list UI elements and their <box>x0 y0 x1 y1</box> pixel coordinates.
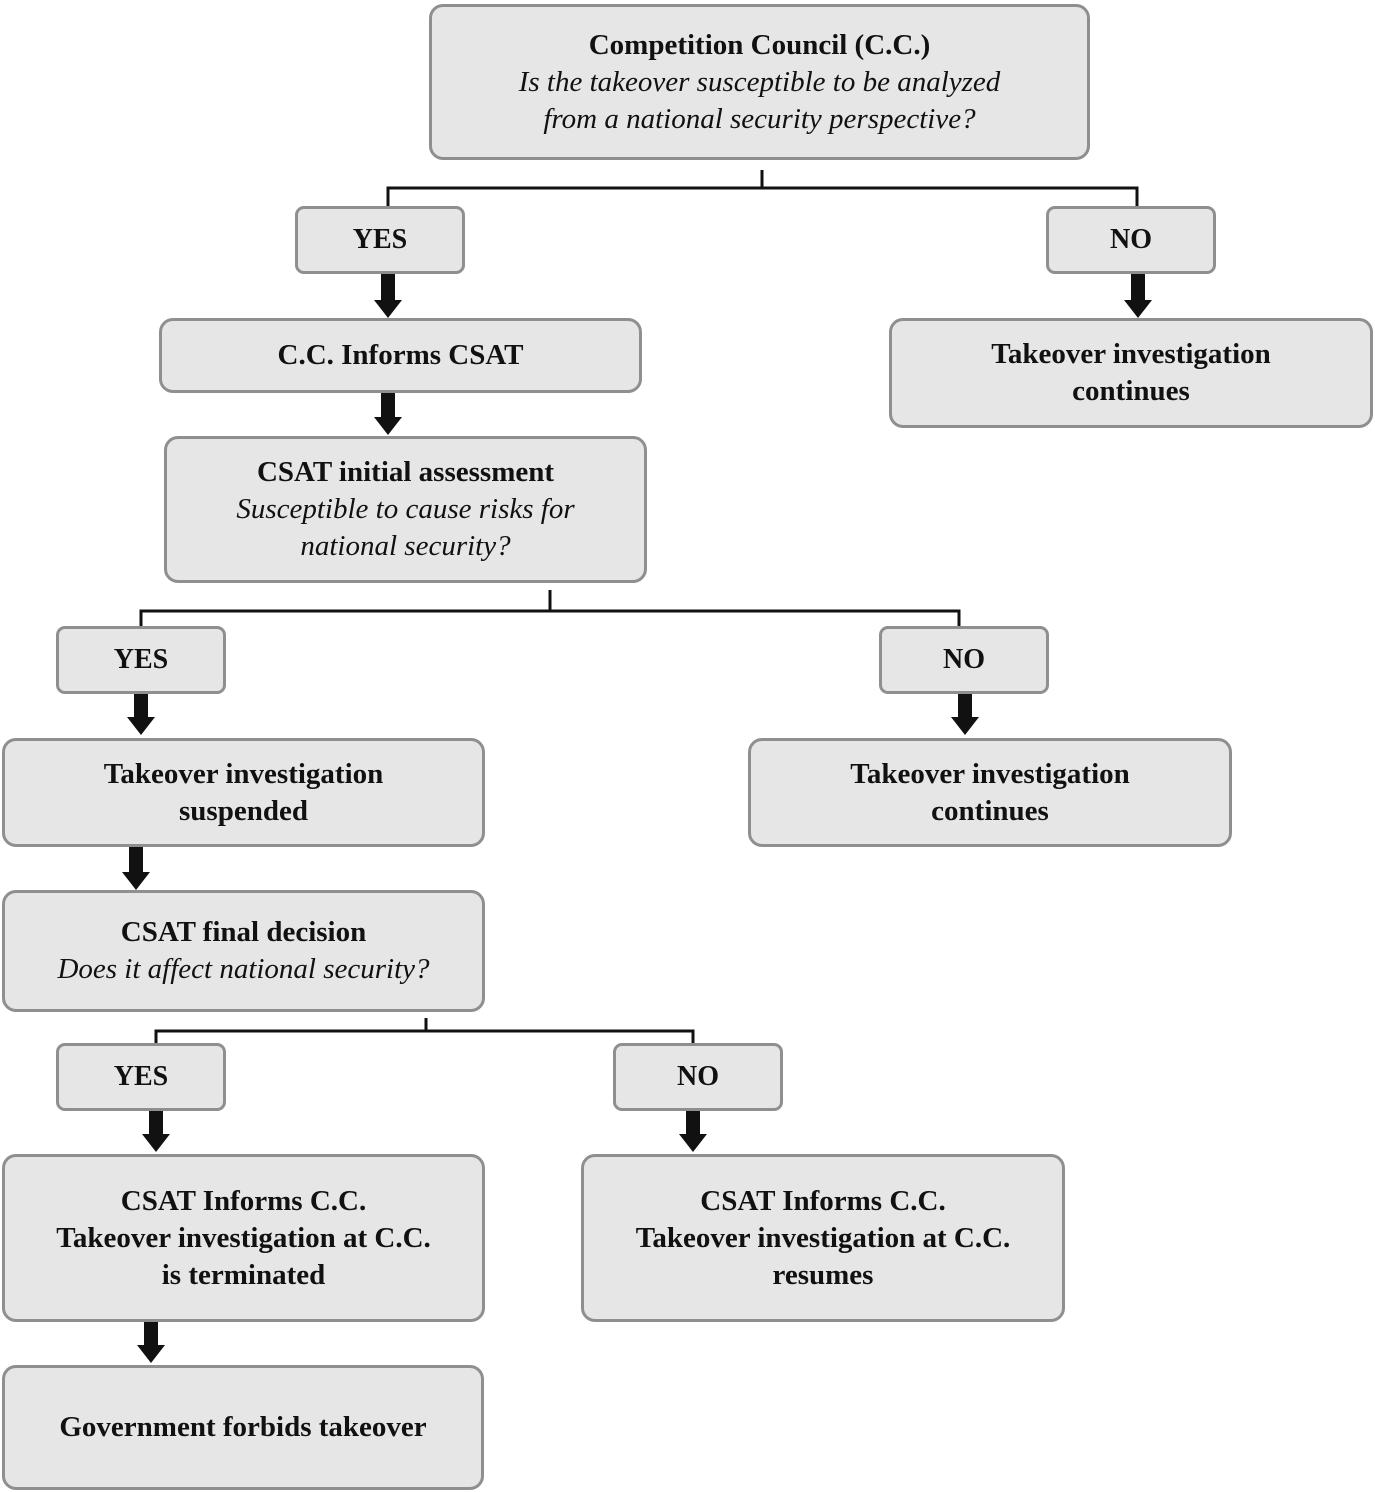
no-label: NO <box>879 626 1049 694</box>
split-connector-3 <box>154 1018 695 1044</box>
down-arrow-icon <box>374 274 402 318</box>
down-arrow-icon <box>142 1111 170 1152</box>
down-arrow-icon <box>137 1322 165 1363</box>
node-question-line: Is the takeover susceptible to be analyz… <box>518 65 1001 98</box>
down-arrow-icon <box>951 693 979 735</box>
split-connector-2 <box>139 590 961 626</box>
node-title: CSAT initial assessment <box>256 456 555 488</box>
node-text-line: Takeover investigation <box>991 338 1271 370</box>
down-arrow-icon <box>679 1111 707 1152</box>
investigation-terminated-node: CSAT Informs C.C. Takeover investigation… <box>2 1154 485 1322</box>
node-text-line: Takeover investigation <box>850 757 1130 790</box>
yes-label: YES <box>56 626 226 694</box>
government-forbids-node: Government forbids takeover <box>2 1365 484 1490</box>
node-text-line: continues <box>1072 375 1190 407</box>
down-arrow-icon <box>1124 274 1152 318</box>
node-text-line: Takeover investigation at C.C. <box>635 1221 1011 1254</box>
cc-informs-csat-node: C.C. Informs CSAT <box>159 318 642 393</box>
down-arrow-icon <box>122 847 150 890</box>
yes-label: YES <box>56 1043 226 1111</box>
node-question-line: Does it affect national security? <box>57 953 430 985</box>
down-arrow-icon <box>374 393 402 435</box>
split-connector-1 <box>386 170 1139 207</box>
competition-council-node: Competition Council (C.C.) Is the takeov… <box>429 4 1090 160</box>
node-question-line: national security? <box>300 530 511 562</box>
investigation-suspended-node: Takeover investigation suspended <box>2 738 485 847</box>
node-title: Government forbids takeover <box>59 1411 427 1443</box>
node-text-line: Takeover investigation at C.C. <box>56 1221 431 1254</box>
node-text-line: suspended <box>179 794 308 827</box>
node-title: CSAT final decision <box>120 916 367 948</box>
node-text-line: CSAT Informs C.C. <box>120 1184 367 1217</box>
no-label: NO <box>1046 206 1216 274</box>
investigation-resumes-node: CSAT Informs C.C. Takeover investigation… <box>581 1154 1065 1322</box>
down-arrow-icon <box>127 693 155 735</box>
investigation-continues-node: Takeover investigation continues <box>748 738 1232 847</box>
node-question-line: Susceptible to cause risks for <box>236 493 575 525</box>
node-text-line: Takeover investigation <box>103 757 384 790</box>
csat-initial-assessment-node: CSAT initial assessment Susceptible to c… <box>164 436 647 583</box>
node-text-line: is terminated <box>161 1258 326 1291</box>
node-title: Competition Council (C.C.) <box>588 28 931 61</box>
node-text-line: continues <box>931 794 1049 827</box>
node-text-line: resumes <box>772 1258 874 1291</box>
node-title: C.C. Informs CSAT <box>277 339 524 371</box>
node-question-line: from a national security perspective? <box>543 102 976 135</box>
yes-label: YES <box>295 206 465 274</box>
investigation-continues-node: Takeover investigation continues <box>889 318 1373 428</box>
csat-final-decision-node: CSAT final decision Does it affect natio… <box>2 890 485 1012</box>
node-text-line: CSAT Informs C.C. <box>700 1184 946 1217</box>
no-label: NO <box>613 1043 783 1111</box>
